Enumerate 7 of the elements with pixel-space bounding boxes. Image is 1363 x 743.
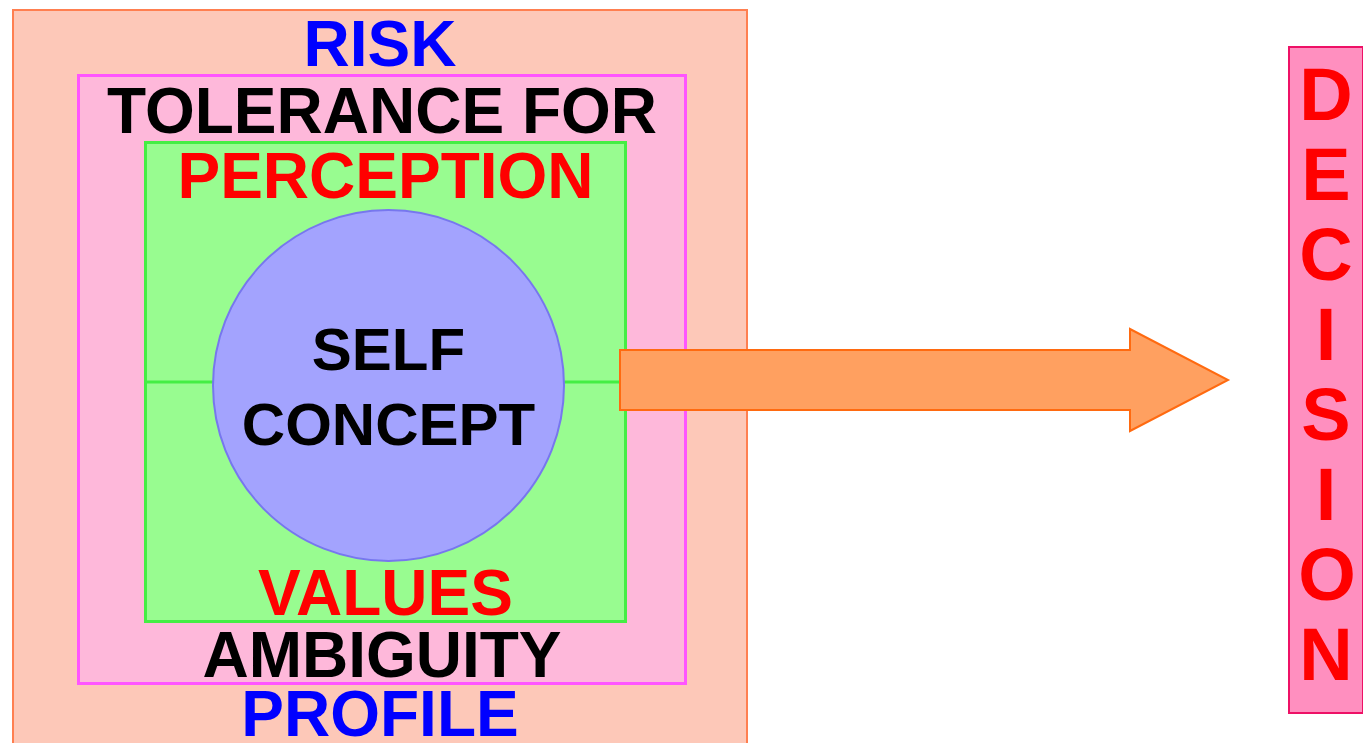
decision-box	[1288, 46, 1363, 714]
split-box	[144, 141, 627, 623]
outer-box	[12, 9, 748, 743]
block-arrow	[619, 327, 1231, 433]
node-label: DECISION	[1298, 54, 1354, 695]
inner-box	[77, 74, 687, 685]
node-label: SELF CONCEPT	[240, 314, 537, 460]
